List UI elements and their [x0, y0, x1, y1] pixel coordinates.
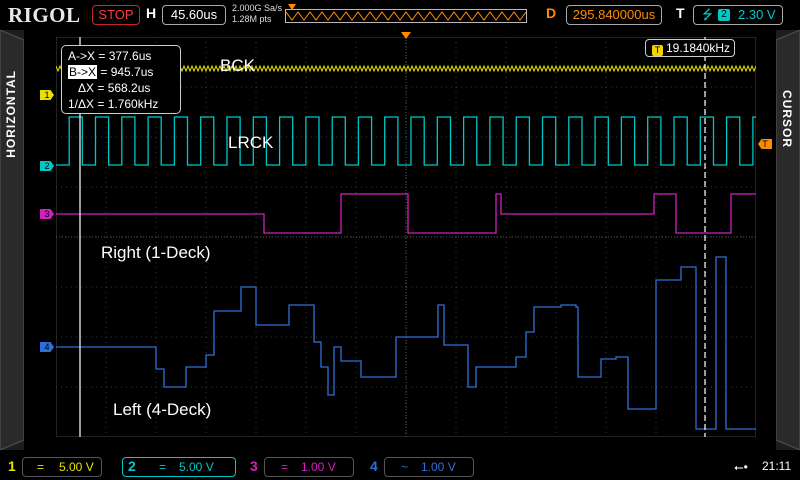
inverse-delta-x-value: 1/ΔX = 1.760kHz [68, 97, 159, 111]
channel-status-bar: 1 = 5.00 V 2 = 5.00 V 3 = 1.00 V 4 ~ 1.0… [0, 452, 800, 480]
ch2-settings[interactable]: = 5.00 V [122, 457, 236, 477]
cursor-tab[interactable]: CURSOR [776, 30, 800, 450]
trigger-level: 2.30 V [738, 7, 776, 22]
memory-window-marker [288, 4, 296, 10]
ch3-settings[interactable]: = 1.00 V [264, 457, 354, 477]
timebase-value[interactable]: 45.60us [162, 5, 226, 25]
cursor-readout-panel: A->X = 377.6us B->X = 945.7us ΔX = 568.2… [61, 45, 181, 114]
run-stop-indicator[interactable]: STOP [92, 5, 140, 25]
ch4-marker[interactable]: 4 [40, 342, 54, 352]
ch3-number: 3 [250, 458, 258, 474]
ch2-coupling: = [159, 460, 167, 474]
sample-rate: 2.000G Sa/s [232, 3, 283, 13]
label-bck: BCK [220, 56, 255, 75]
cursor-b-row: B->X = 945.7us [68, 64, 153, 80]
horizontal-tab[interactable]: HORIZONTAL [0, 30, 24, 450]
frequency-value: 19.1840kHz [666, 41, 731, 55]
delay-label: D [546, 5, 557, 21]
ch3-coupling: = [281, 460, 289, 474]
ch1-coupling: = [37, 460, 45, 474]
rising-edge-icon: ⭍ [702, 7, 713, 22]
ch4-coupling: ~ [401, 460, 409, 474]
ch4-scale: 1.00 V [421, 460, 456, 474]
ch4-number: 4 [370, 458, 378, 474]
cursor-b-label: B->X [68, 65, 98, 79]
ch2-number: 2 [128, 458, 136, 474]
top-status-bar: RIGOL STOP H 45.60us 2.000G Sa/s 1.28M p… [0, 0, 800, 30]
cursor-tab-label: CURSOR [780, 90, 794, 149]
cursor-b-value: = 945.7us [100, 65, 154, 79]
left-channel-waveform [56, 256, 756, 430]
trigger-settings[interactable]: ⭍ 2 2.30 V [693, 5, 783, 25]
system-clock: 21:11 [762, 459, 792, 473]
cursor-a-value: A->X = 377.6us [68, 49, 152, 63]
right-channel-waveform [56, 193, 756, 234]
trigger-level-marker[interactable]: T [758, 139, 772, 149]
ch1-marker[interactable]: 1 [40, 90, 54, 100]
ch1-scale: 5.00 V [59, 460, 94, 474]
acquisition-info: 2.000G Sa/s 1.28M pts [232, 3, 282, 25]
trigger-label: T [676, 5, 685, 21]
lrck-waveform [56, 116, 756, 166]
horizontal-tab-label: HORIZONTAL [4, 70, 18, 158]
ch4-marker-label: 4 [44, 342, 50, 352]
delta-x-value: ΔX = 568.2us [78, 81, 151, 95]
ch3-marker[interactable]: 3 [40, 209, 54, 219]
trigger-position-marker [401, 32, 411, 39]
ch4-settings[interactable]: ~ 1.00 V [384, 457, 474, 477]
ch1-marker-label: 1 [44, 90, 50, 100]
rigol-logo: RIGOL [8, 3, 81, 27]
horizontal-label: H [146, 5, 157, 21]
trigger-level-marker-label: T [762, 139, 768, 149]
ch1-number: 1 [8, 458, 16, 474]
trigger-badge: T [652, 45, 663, 56]
ch2-marker-label: 2 [44, 161, 50, 171]
memory-depth: 1.28M pts [232, 14, 272, 24]
usb-icon: ⭠• [734, 460, 748, 474]
ch1-settings[interactable]: = 5.00 V [22, 457, 102, 477]
memory-position-strip [285, 4, 527, 23]
ch2-marker[interactable]: 2 [40, 161, 54, 171]
ch3-scale: 1.00 V [301, 460, 336, 474]
ch3-marker-label: 3 [44, 209, 50, 219]
label-lrck: LRCK [228, 133, 274, 152]
label-right-1-deck: Right (1-Deck) [101, 243, 211, 262]
trigger-source-badge: 2 [718, 9, 730, 21]
delay-value[interactable]: 295.840000us [566, 5, 662, 25]
label-left-4-deck: Left (4-Deck) [113, 400, 212, 419]
ch2-scale: 5.00 V [179, 460, 214, 474]
